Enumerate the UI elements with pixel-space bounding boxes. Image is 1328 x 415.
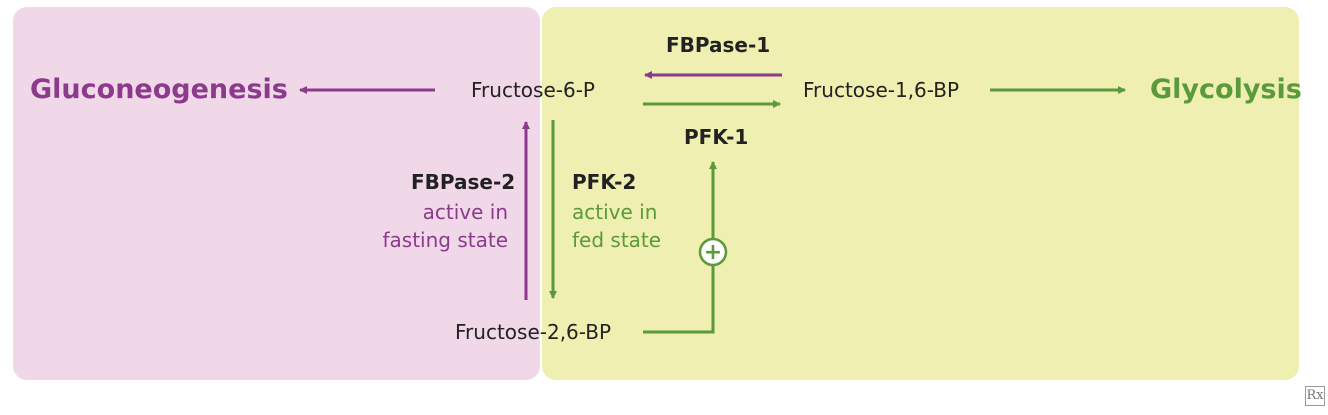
pfk-2-label: PFK-2 [572,170,637,194]
pfk-2-activity-note: active in fed state [572,198,661,254]
gluconeogenesis-label: Gluconeogenesis [30,74,288,105]
fbpase-2-activity-note: active in fasting state [382,198,508,254]
fbpase-2-label: FBPase-2 [411,170,516,194]
activation-circle [698,237,728,267]
glycolysis-label: Glycolysis [1150,74,1302,105]
fbpase-1-label: FBPase-1 [666,33,771,57]
pfk-1-label: PFK-1 [684,125,749,149]
pfk-2-note-line2: fed state [572,228,662,252]
glycolysis-panel [542,7,1299,380]
plus-icon: + [704,240,722,265]
rx-logo-icon: Rx [1305,386,1325,406]
fructose-6-p-label: Fructose-6-P [471,78,595,102]
pfk-2-note-line1: active in [572,200,658,224]
fructose-1-6-bp-label: Fructose-1,6-BP [803,78,960,102]
gluconeogenesis-panel [13,7,540,380]
fbpase-2-note-line1: active in [422,200,508,224]
fructose-2-6-bp-label: Fructose-2,6-BP [455,320,612,344]
fbpase-2-note-line2: fasting state [382,228,508,252]
arrow-f26bp-activates-pfk1 [643,161,717,334]
